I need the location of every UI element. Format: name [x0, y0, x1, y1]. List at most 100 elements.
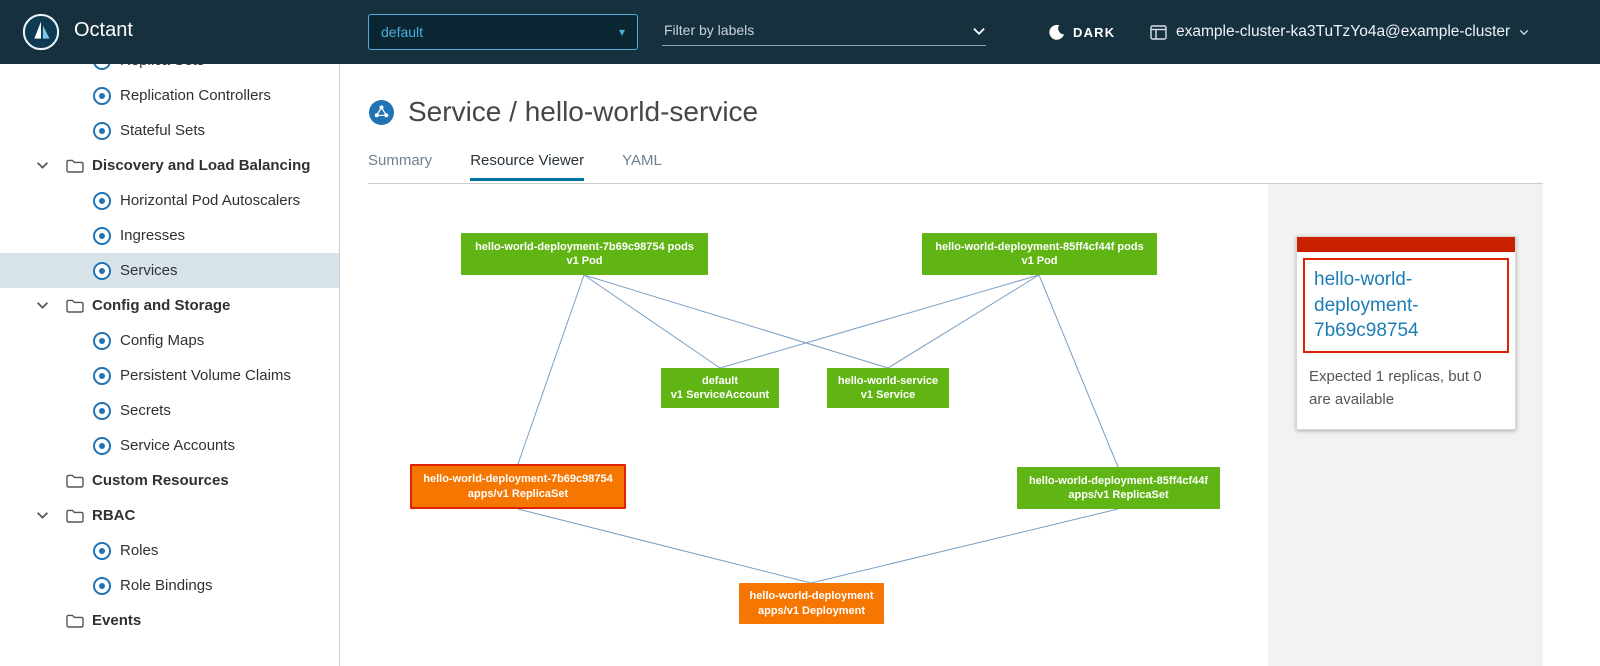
- sidebar-item-label: Persistent Volume Claims: [120, 367, 291, 384]
- main-content: Service / hello-world-service Summary Res…: [340, 64, 1600, 666]
- object-status-panel: hello-world-deployment-7b69c98754 Expect…: [1268, 184, 1543, 666]
- sidebar-item-label: Roles: [120, 542, 159, 559]
- sidebar-item-replication-controllers[interactable]: Replication Controllers: [0, 78, 339, 113]
- node-name-label: hello-world-deployment: [749, 590, 874, 603]
- chevron-down-icon[interactable]: [36, 301, 49, 310]
- graph-node-serviceaccount-default[interactable]: default v1 ServiceAccount: [661, 368, 779, 408]
- resource-icon: [93, 436, 111, 455]
- status-card: hello-world-deployment-7b69c98754 Expect…: [1296, 236, 1516, 431]
- sidebar-item-ingresses[interactable]: Ingresses: [0, 218, 339, 253]
- sidebar-item-stateful-sets[interactable]: Stateful Sets: [0, 113, 339, 148]
- status-card-alert-bar: [1297, 237, 1515, 252]
- sidebar-item-label: Horizontal Pod Autoscalers: [120, 192, 301, 209]
- folder-icon: [66, 299, 84, 313]
- folder-icon: [66, 614, 84, 628]
- resource-icon: [93, 401, 111, 420]
- theme-toggle-button[interactable]: DARK: [1048, 21, 1115, 43]
- sidebar-item-replica-sets[interactable]: Replica Sets: [0, 64, 339, 78]
- sidebar-item-label: Role Bindings: [120, 577, 213, 594]
- navigation-sidebar: Replica SetsReplication ControllersState…: [0, 64, 340, 666]
- sidebar-item-custom-resources[interactable]: Custom Resources: [0, 463, 339, 498]
- resource-icon: [93, 226, 111, 245]
- chevron-down-icon[interactable]: [972, 27, 986, 36]
- sidebar-item-label: RBAC: [92, 507, 136, 524]
- sidebar-item-services[interactable]: Services: [0, 253, 339, 288]
- tab-yaml[interactable]: YAML: [622, 152, 662, 169]
- sidebar-item-label: Custom Resources: [92, 472, 229, 489]
- namespace-select[interactable]: default ▾: [368, 14, 638, 50]
- resource-icon: [93, 86, 111, 105]
- sidebar-item-config-maps[interactable]: Config Maps: [0, 323, 339, 358]
- sidebar-item-service-accounts[interactable]: Service Accounts: [0, 428, 339, 463]
- app-title: Octant: [74, 19, 133, 41]
- node-kind-label: v1 Service: [860, 389, 916, 401]
- sidebar-item-label: Events: [92, 612, 142, 629]
- caret-down-icon: ▾: [618, 25, 625, 39]
- chevron-down-icon[interactable]: [36, 161, 49, 170]
- graph-edge: [887, 274, 1040, 369]
- sidebar-item-persistent-volume-claims[interactable]: Persistent Volume Claims: [0, 358, 339, 393]
- node-kind-label: v1 ServiceAccount: [670, 389, 770, 401]
- node-name-label: hello-world-deployment-7b69c98754: [423, 473, 613, 486]
- node-kind-label: v1 Pod: [1021, 255, 1058, 267]
- resource-icon: [93, 191, 111, 210]
- sidebar-item-horizontal-pod-autoscalers[interactable]: Horizontal Pod Autoscalers: [0, 183, 339, 218]
- status-card-title-box[interactable]: hello-world-deployment-7b69c98754: [1303, 258, 1509, 353]
- chevron-down-icon[interactable]: [36, 511, 49, 520]
- graph-edge: [810, 508, 1119, 584]
- node-name-label: default: [701, 374, 739, 387]
- graph-edge: [517, 274, 585, 465]
- tab-summary[interactable]: Summary: [368, 152, 433, 169]
- resource-icon: [93, 121, 111, 140]
- sidebar-item-label: Replica Sets: [120, 64, 204, 69]
- folder-icon: [66, 474, 84, 488]
- sidebar-item-config-and-storage[interactable]: Config and Storage: [0, 288, 339, 323]
- page-title: Service / hello-world-service: [408, 96, 759, 127]
- tab-resource-viewer[interactable]: Resource Viewer: [470, 152, 585, 181]
- folder-icon: [66, 509, 84, 523]
- graph-edges-svg: [517, 274, 1119, 584]
- sidebar-item-label: Secrets: [120, 402, 171, 419]
- resource-icon: [93, 261, 111, 280]
- sidebar-item-role-bindings[interactable]: Role Bindings: [0, 568, 339, 603]
- sidebar-item-label: Config Maps: [120, 332, 205, 349]
- sidebar-item-rbac[interactable]: RBAC: [0, 498, 339, 533]
- status-card-message: Expected 1 replicas, but 0 are available: [1309, 367, 1482, 409]
- moon-icon: [1048, 24, 1065, 41]
- label-filter-input[interactable]: [662, 21, 952, 42]
- resource-icon: [93, 541, 111, 560]
- sidebar-item-label: Services: [120, 262, 178, 279]
- graph-edge: [1038, 274, 1119, 468]
- app-header: Octant default ▾ DARK example-cluster-ka…: [0, 0, 1600, 64]
- graph-edge: [583, 274, 721, 369]
- sidebar-item-label: Service Accounts: [120, 437, 236, 454]
- graph-edge: [583, 274, 889, 369]
- sidebar-item-label: Config and Storage: [92, 297, 231, 314]
- status-card-title-link[interactable]: hello-world-deployment-7b69c98754: [1314, 269, 1419, 342]
- sidebar-item-events[interactable]: Events: [0, 603, 339, 638]
- cluster-switcher[interactable]: example-cluster-ka3TuTzYo4a@example-clus…: [1150, 20, 1529, 44]
- cluster-name-label: example-cluster-ka3TuTzYo4a@example-clus…: [1176, 23, 1511, 40]
- sidebar-item-label: Stateful Sets: [120, 122, 206, 139]
- tab-bar: Summary Resource Viewer YAML: [368, 152, 662, 181]
- theme-toggle-label: DARK: [1073, 24, 1116, 40]
- octant-logo-icon: [22, 13, 60, 51]
- resource-icon: [93, 366, 111, 385]
- cluster-icon: [1150, 24, 1167, 40]
- sidebar-item-secrets[interactable]: Secrets: [0, 393, 339, 428]
- node-kind-label: apps/v1 ReplicaSet: [467, 487, 569, 500]
- node-name-label: hello-world-deployment-85ff4cf44f: [1028, 474, 1209, 487]
- sidebar-item-discovery-and-load-balancing[interactable]: Discovery and Load Balancing: [0, 148, 339, 183]
- sidebar-list: Replica SetsReplication ControllersState…: [0, 64, 339, 638]
- tab-divider: [368, 183, 1543, 184]
- node-kind-label: apps/v1 Deployment: [758, 604, 865, 617]
- sidebar-item-roles[interactable]: Roles: [0, 533, 339, 568]
- label-filter: [662, 18, 986, 46]
